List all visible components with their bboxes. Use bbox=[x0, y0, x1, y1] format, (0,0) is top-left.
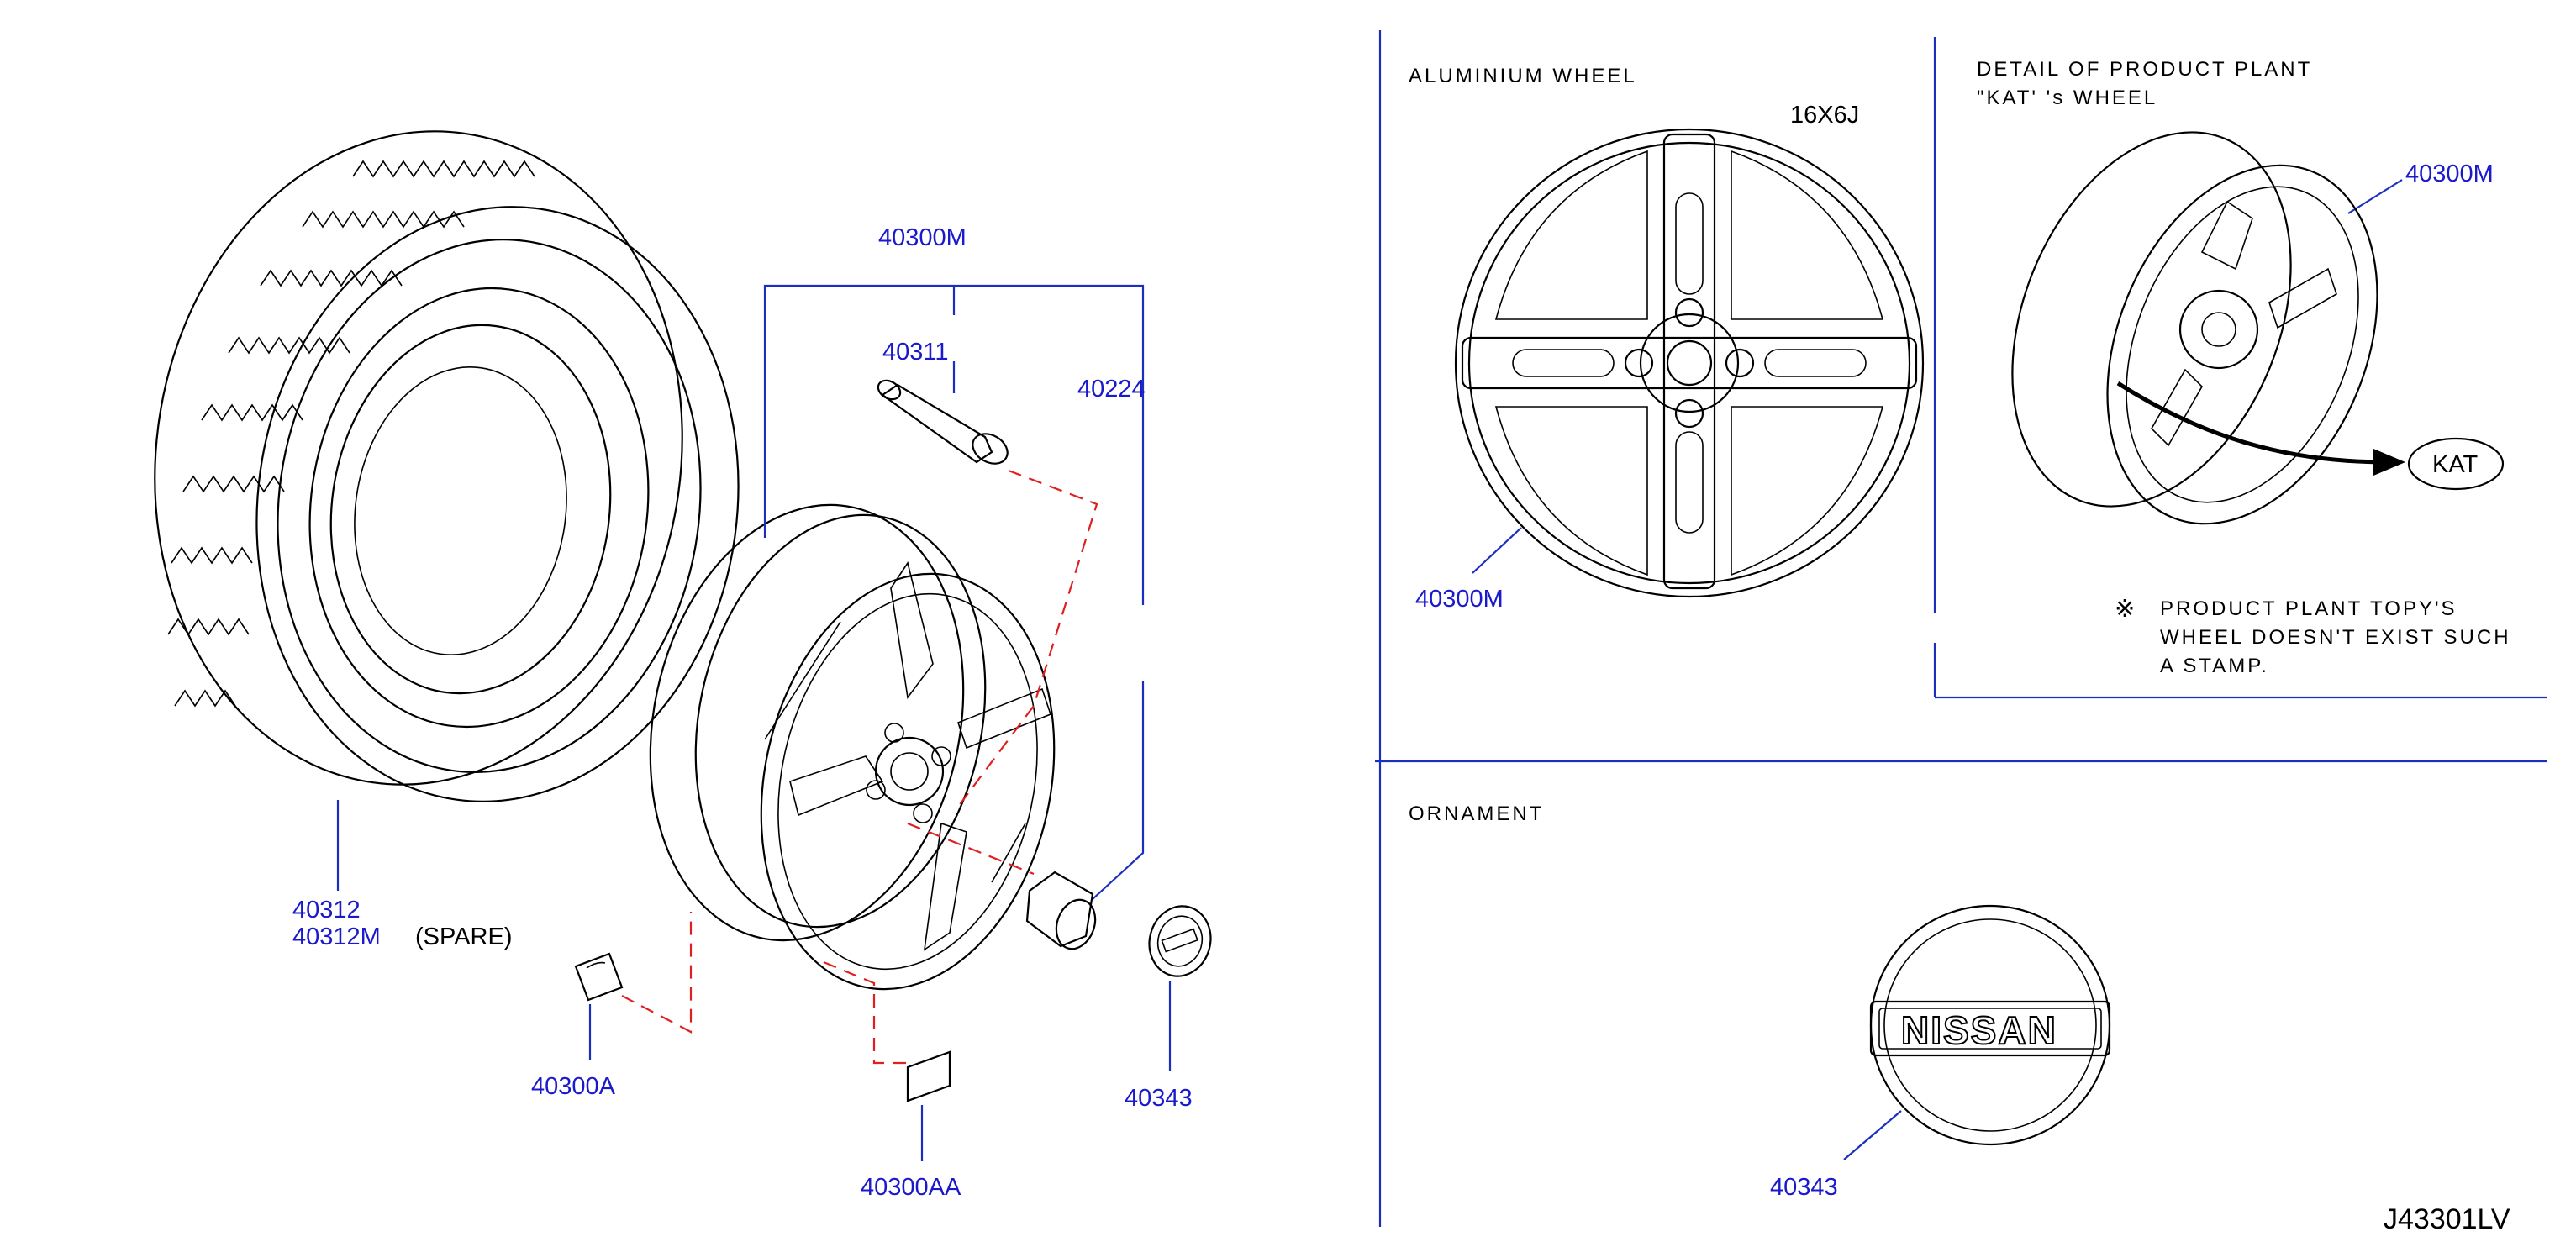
detail-title-line1: DETAIL OF PRODUCT PLANT bbox=[1977, 58, 2312, 81]
note-symbol: ※ bbox=[2115, 596, 2135, 623]
label-40311: 40311 bbox=[882, 339, 949, 366]
kat-stamp: KAT bbox=[2432, 451, 2479, 478]
diagram-code: J43301LV bbox=[2384, 1203, 2510, 1235]
tire-illustration bbox=[154, 130, 740, 802]
exploded-bracket bbox=[763, 284, 1145, 900]
label-spare: (SPARE) bbox=[415, 923, 512, 950]
nissan-logo-text: NISSAN bbox=[1901, 1008, 2057, 1052]
label-40300A: 40300A bbox=[531, 1073, 616, 1100]
note-line3: A STAMP. bbox=[2160, 655, 2269, 677]
label-40312: 40312 bbox=[292, 897, 361, 923]
note-line1: PRODUCT PLANT TOPY'S bbox=[2160, 597, 2457, 620]
nut-illustration bbox=[1025, 871, 1097, 950]
label-40300AA: 40300AA bbox=[861, 1174, 961, 1201]
small-ornament-illustration bbox=[1148, 905, 1212, 977]
nissan-ornament-illustration bbox=[1869, 904, 2111, 1146]
weight-a-illustration bbox=[574, 952, 624, 1002]
wheel-illustration bbox=[649, 503, 1056, 991]
note-line2: WHEEL DOESN'T EXIST SUCH bbox=[2160, 626, 2511, 649]
aluminium-wheel-title: ALUMINIUM WHEEL bbox=[1409, 65, 1637, 87]
alloy-wheel-angled-illustration bbox=[2011, 131, 2378, 525]
label-40343-exploded: 40343 bbox=[1125, 1085, 1193, 1112]
detail-title-line2: "KAT' 's WHEEL bbox=[1977, 87, 2157, 109]
alloy-wheel-front-illustration bbox=[1454, 128, 1925, 598]
valve-illustration bbox=[877, 379, 1009, 465]
wheel-size: 16X6J bbox=[1790, 102, 1859, 129]
label-40312M: 40312M bbox=[292, 923, 381, 950]
dashed-leaders bbox=[621, 469, 1098, 1065]
weight-aa-illustration bbox=[906, 1050, 951, 1102]
label-40300M-front: 40300M bbox=[1415, 586, 1504, 613]
label-40224: 40224 bbox=[1077, 376, 1146, 403]
label-40300M-group: 40300M bbox=[878, 224, 967, 251]
label-40343-ornament: 40343 bbox=[1770, 1174, 1838, 1201]
panel-dividers bbox=[1375, 30, 2547, 1227]
label-40300M-detail: 40300M bbox=[2405, 160, 2494, 187]
ornament-title: ORNAMENT bbox=[1409, 802, 1544, 825]
